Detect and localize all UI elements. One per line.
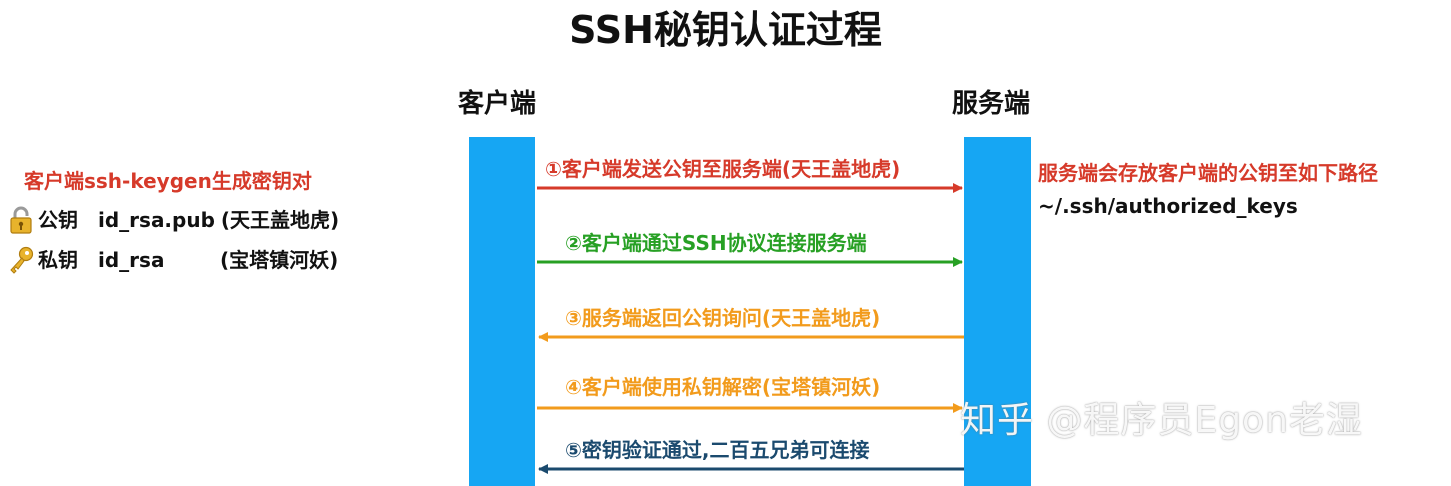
public-key-file: id_rsa.pub bbox=[98, 208, 215, 232]
client-header: 客户端 bbox=[458, 89, 537, 119]
private-key-file: id_rsa bbox=[98, 248, 165, 272]
public-key-alias: (天王盖地虎) bbox=[220, 208, 340, 232]
step-1-label: ①客户端发送公钥至服务端(天王盖地虎) bbox=[545, 157, 901, 181]
lock-icon bbox=[6, 206, 36, 234]
step-5-label: ⑤密钥验证通过,二百五兄弟可连接 bbox=[565, 438, 870, 462]
key-icon bbox=[6, 246, 36, 274]
client-lifeline bbox=[469, 137, 535, 486]
diagram-title: SSH秘钥认证过程 bbox=[569, 8, 882, 52]
private-key-alias: (宝塔镇河妖) bbox=[220, 248, 339, 272]
private-key-name: 私钥 bbox=[38, 248, 78, 272]
private-key-row: 私钥 id_rsa (宝塔镇河妖) bbox=[6, 245, 338, 275]
authorized-keys-path: ~/.ssh/authorized_keys bbox=[1038, 194, 1298, 218]
public-key-name: 公钥 bbox=[38, 208, 78, 232]
public-key-row: 公钥 id_rsa.pub(天王盖地虎) bbox=[6, 205, 339, 235]
server-header: 服务端 bbox=[952, 89, 1031, 119]
step-2-label: ②客户端通过SSH协议连接服务端 bbox=[565, 231, 867, 255]
keypair-title: 客户端ssh-keygen生成密钥对 bbox=[24, 169, 312, 193]
server-lifeline bbox=[964, 137, 1031, 486]
server-note: 服务端会存放客户端的公钥至如下路径 bbox=[1038, 161, 1378, 185]
step-3-label: ③服务端返回公钥询问(天王盖地虎) bbox=[565, 306, 881, 330]
watermark: 知乎 @程序员Egon老湿 bbox=[960, 400, 1363, 441]
step-4-label: ④客户端使用私钥解密(宝塔镇河妖) bbox=[565, 375, 881, 399]
